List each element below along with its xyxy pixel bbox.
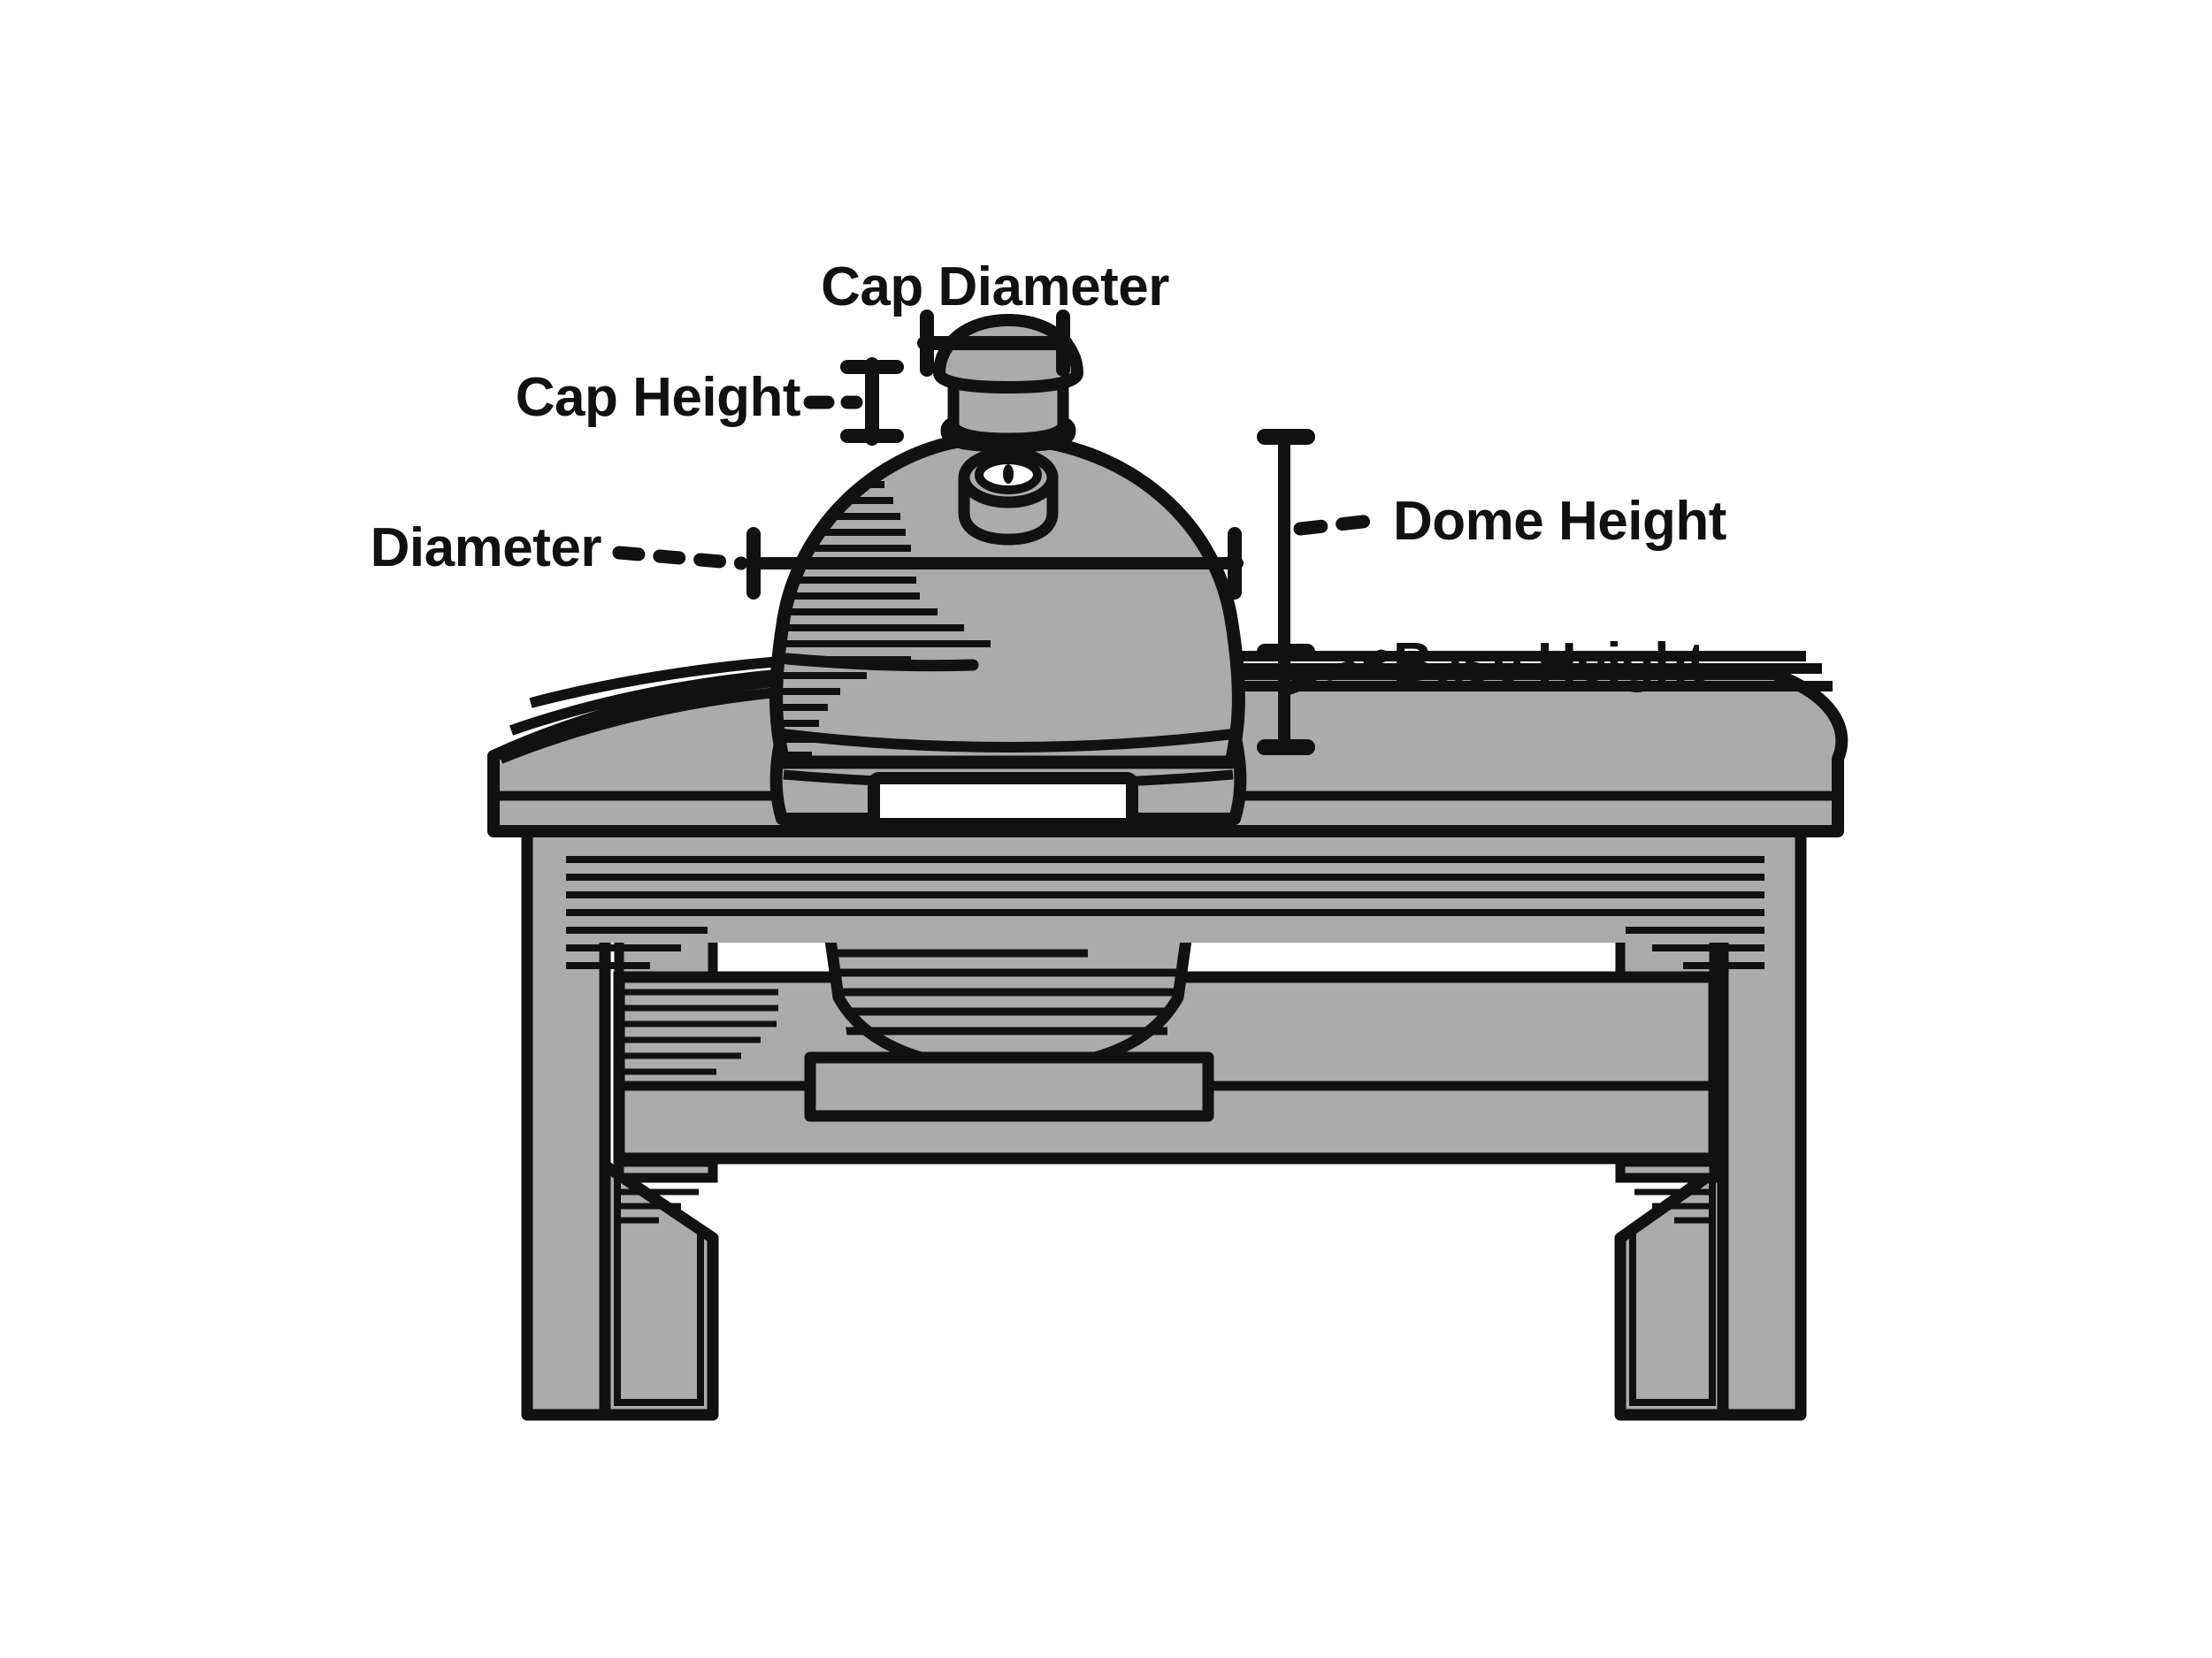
grill-dome [769,431,1245,769]
cap-diameter-label: Cap Diameter [821,256,1169,317]
diameter-dimension [612,527,1244,600]
apron-hatching-left [566,856,716,969]
cap-diameter-dimension [917,309,1073,377]
kamado-grill [769,314,1247,830]
diameter-connector [612,546,748,570]
grill-handle [868,772,1138,830]
apron-hatching-mid [713,856,1624,916]
cap-height-dimension [803,357,904,446]
height-scale-dimension [1257,429,1389,755]
gauge-needle [1003,464,1014,484]
cap-height-label: Cap Height [516,367,800,428]
dimension-annotations: Cap Diameter Cap Height Diameter Dome He… [371,256,1726,755]
shelf-hatching [619,989,778,1075]
temperature-gauge [958,447,1059,546]
dome-height-connector [1293,513,1385,536]
dome-height-label: Dome Height [1393,491,1726,552]
apron-hatching-right [1619,856,1764,969]
table-leg-left [521,821,719,1421]
diameter-label: Diameter [371,517,602,578]
table-apron [566,824,1764,969]
grill-pedestal [804,1051,1214,1122]
base-height-label: Base Height [1393,632,1705,693]
base-height-connector [1282,649,1389,695]
